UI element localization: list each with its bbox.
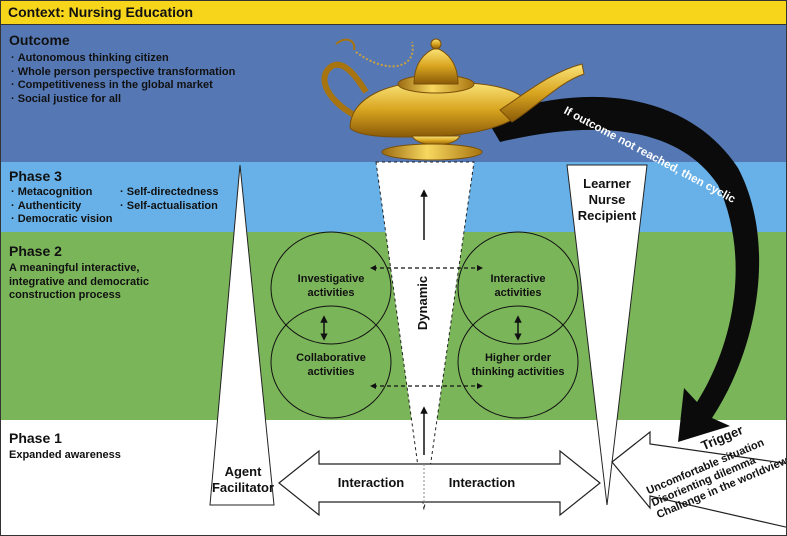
agent-line: Agent — [224, 464, 262, 479]
investigative-line: activities — [307, 286, 355, 299]
collaborative-line: activities — [307, 365, 355, 378]
interactive-line: activities — [494, 286, 542, 299]
collaborative-circle — [270, 305, 392, 419]
interaction-arrow — [278, 449, 601, 517]
outcome-list: Autonomous thinking citizen Whole person… — [11, 52, 236, 107]
context-header: Context: Nursing Education — [0, 0, 787, 25]
phase3-list-left: Metacognition Authenticity Democratic vi… — [11, 186, 113, 227]
phase1-description: Expanded awareness — [9, 449, 121, 461]
higher-order-line: thinking activities — [471, 365, 565, 378]
outcome-title: Outcome — [9, 32, 70, 48]
phase1-title: Phase 1 — [9, 430, 62, 446]
phase3-item: Self-directedness — [120, 186, 219, 200]
learner-label: Learner Nurse Recipient — [562, 176, 652, 224]
dynamic-cone — [375, 161, 475, 511]
trigger-arrow — [611, 430, 787, 528]
agent-label: Agent Facilitator — [198, 464, 288, 496]
interactive-line: Interactive — [490, 273, 546, 285]
phase2-description: A meaningful interactive, integrative an… — [9, 262, 149, 303]
outcome-item: Autonomous thinking citizen — [11, 52, 235, 66]
phase3-item: Metacognition — [11, 186, 113, 200]
phase3-item: Self-actualisation — [120, 200, 218, 214]
collaborative-label: Collaborative activities — [271, 352, 391, 379]
collaborative-line: Collaborative — [296, 352, 366, 364]
learner-line: Learner — [583, 176, 631, 191]
phase2-title: Phase 2 — [9, 243, 62, 259]
learner-triangle — [566, 164, 648, 506]
higher-order-label: Higher order thinking activities — [452, 352, 584, 379]
agent-triangle — [209, 164, 275, 506]
outcome-item: Competitiveness in the global market — [11, 79, 235, 93]
outcome-item: Whole person perspective transformation — [11, 66, 236, 80]
outcome-item: Social justice for all — [11, 93, 235, 107]
investigative-line: Investigative — [297, 273, 365, 285]
investigative-circle — [270, 231, 392, 345]
cyclic-arrow — [486, 96, 760, 443]
interactive-circle — [457, 231, 579, 345]
learner-line: Nurse — [588, 192, 626, 207]
context-title: Context: Nursing Education — [8, 4, 194, 20]
phase3-list-right: Self-directedness Self-actualisation — [120, 186, 219, 214]
phase3-item: Authenticity — [11, 200, 113, 214]
phase2-desc-line: construction process — [9, 289, 121, 301]
higher-order-line: Higher order — [484, 352, 551, 364]
interactive-label: Interactive activities — [458, 273, 578, 300]
higher-order-circle — [457, 305, 579, 419]
investigative-label: Investigative activities — [271, 273, 391, 300]
interaction-left-label: Interaction — [337, 475, 405, 490]
phase3-item: Democratic vision — [11, 213, 113, 227]
lamp-icon — [321, 38, 585, 161]
phase2-desc-line: integrative and democratic — [9, 275, 149, 288]
learner-line: Recipient — [577, 208, 637, 223]
phase3-title: Phase 3 — [9, 168, 62, 184]
interaction-right-label: Interaction — [448, 475, 516, 490]
agent-line: Facilitator — [211, 480, 275, 495]
dynamic-label: Dynamic — [415, 276, 430, 330]
phase2-desc-line: A meaningful interactive, — [9, 262, 140, 274]
